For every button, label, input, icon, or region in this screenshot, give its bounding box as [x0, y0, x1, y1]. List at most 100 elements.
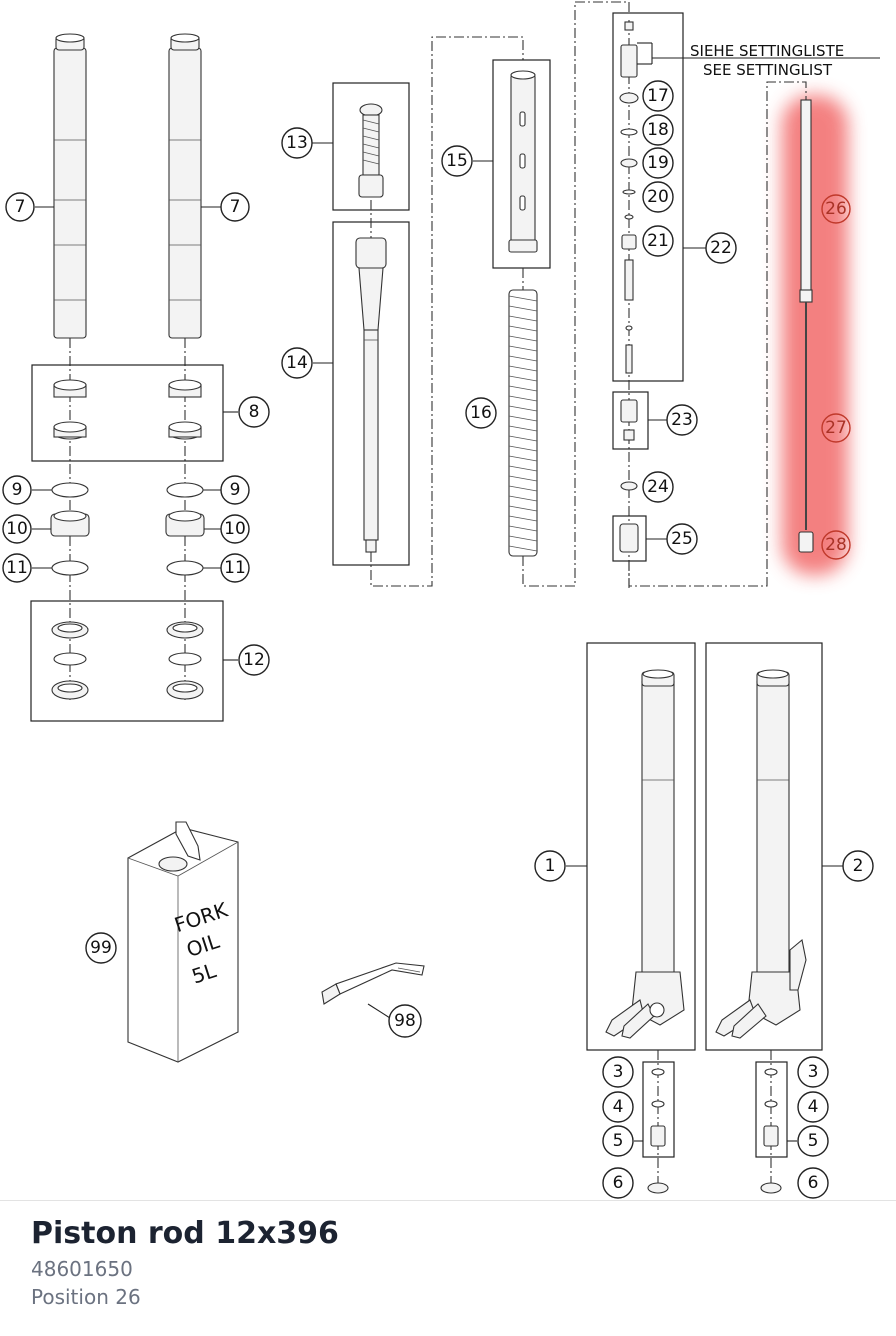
- callout-3-left[interactable]: 3: [602, 1056, 634, 1088]
- callout-4-left[interactable]: 4: [602, 1091, 634, 1123]
- callout-11-right[interactable]: 11: [220, 553, 250, 583]
- small-parts-right-box: [755, 1061, 788, 1158]
- rod-nut-28: [798, 531, 814, 553]
- svg-text:12: 12: [243, 650, 265, 670]
- outer-tube-right: [168, 33, 202, 339]
- bushing-group-box: [31, 364, 224, 462]
- callout-9-left[interactable]: 9: [2, 475, 32, 505]
- svg-text:11: 11: [224, 558, 246, 578]
- callout-7-left[interactable]: 7: [5, 192, 35, 222]
- callout-99[interactable]: 99: [85, 932, 117, 964]
- svg-text:7: 7: [230, 197, 241, 217]
- svg-text:10: 10: [6, 519, 28, 539]
- callout-20[interactable]: 20: [642, 181, 674, 213]
- small-parts-left: [647, 1050, 669, 1194]
- svg-text:99: 99: [90, 938, 112, 958]
- callout-5-left[interactable]: 5: [602, 1125, 634, 1157]
- svg-text:24: 24: [647, 477, 669, 497]
- callout-13[interactable]: 13: [281, 127, 313, 159]
- callout-27[interactable]: 27: [821, 413, 851, 443]
- callout-17[interactable]: 17: [642, 80, 674, 112]
- callout-24[interactable]: 24: [642, 471, 674, 503]
- svg-text:17: 17: [647, 86, 669, 106]
- inner-tube-right-box: [705, 642, 823, 1051]
- svg-text:13: 13: [286, 133, 308, 153]
- valve-23: [620, 399, 638, 441]
- callout-10-right[interactable]: 10: [220, 514, 250, 544]
- callout-1[interactable]: 1: [534, 850, 566, 882]
- fork-spring: [508, 289, 538, 557]
- callout-16[interactable]: 16: [465, 397, 497, 429]
- callout-22[interactable]: 22: [705, 232, 737, 264]
- svg-text:22: 22: [710, 238, 732, 258]
- callout-19[interactable]: 19: [642, 147, 674, 179]
- cartridge: [355, 237, 387, 553]
- bushings: [53, 379, 202, 440]
- callout-21[interactable]: 21: [642, 225, 674, 257]
- inner-tube-left-box: [586, 642, 696, 1051]
- callout-11-left[interactable]: 11: [2, 553, 32, 583]
- callout-10-left[interactable]: 10: [2, 514, 32, 544]
- svg-text:6: 6: [613, 1173, 624, 1193]
- part-number: 48601650: [31, 1257, 133, 1281]
- callout-4-right[interactable]: 4: [797, 1091, 829, 1123]
- callout-15[interactable]: 15: [441, 145, 473, 177]
- svg-text:21: 21: [647, 231, 669, 251]
- dust-seals: [51, 621, 204, 700]
- callout-2[interactable]: 2: [842, 850, 874, 882]
- selected-part-highlight: [782, 95, 848, 575]
- compression-adjuster: [358, 103, 384, 198]
- svg-text:25: 25: [671, 529, 693, 549]
- callout-26[interactable]: 26: [821, 194, 851, 224]
- svg-text:9: 9: [12, 480, 23, 500]
- svg-text:4: 4: [808, 1097, 819, 1117]
- svg-text:98: 98: [394, 1011, 416, 1031]
- svg-text:6: 6: [808, 1173, 819, 1193]
- small-parts-right: [760, 1050, 782, 1194]
- svg-text:20: 20: [647, 187, 669, 207]
- svg-text:4: 4: [613, 1097, 624, 1117]
- callout-9-right[interactable]: 9: [220, 475, 250, 505]
- svg-text:3: 3: [808, 1062, 819, 1082]
- callout-25[interactable]: 25: [666, 523, 698, 555]
- exploded-parts-diagram: SIEHE SETTINGLISTE SEE SETTINGLIST: [2, 1, 880, 1199]
- svg-text:28: 28: [825, 535, 847, 555]
- svg-text:11: 11: [6, 558, 28, 578]
- dust-seal-group-box: [30, 600, 224, 722]
- part-position: Position 26: [31, 1285, 141, 1309]
- grease-tube: [321, 962, 425, 1019]
- piston-rod-26: [799, 99, 813, 303]
- callout-28[interactable]: 28: [821, 530, 851, 560]
- svg-text:5: 5: [808, 1131, 819, 1151]
- valve-stack-box: [612, 12, 684, 382]
- svg-text:16: 16: [470, 403, 492, 423]
- callout-3-right[interactable]: 3: [797, 1056, 829, 1088]
- svg-text:10: 10: [224, 519, 246, 539]
- part-title: Piston rod 12x396: [31, 1216, 339, 1251]
- callout-8[interactable]: 8: [238, 396, 270, 428]
- svg-text:5: 5: [613, 1131, 624, 1151]
- valve-25: [619, 523, 639, 553]
- svg-text:14: 14: [286, 353, 308, 373]
- svg-text:2: 2: [853, 856, 864, 876]
- part-info-panel: Piston rod 12x396 48601650 Position 26: [0, 1200, 896, 1336]
- callout-18[interactable]: 18: [642, 114, 674, 146]
- callout-98[interactable]: 98: [388, 1004, 422, 1038]
- svg-text:1: 1: [545, 856, 556, 876]
- svg-text:3: 3: [613, 1062, 624, 1082]
- setting-list-note-de: SIEHE SETTINGLISTE: [690, 42, 844, 60]
- inner-tube-right: [715, 669, 807, 1039]
- callout-12[interactable]: 12: [238, 644, 270, 676]
- svg-text:27: 27: [825, 418, 847, 438]
- inner-tube-left: [605, 669, 685, 1039]
- svg-text:15: 15: [446, 151, 468, 171]
- callout-23[interactable]: 23: [666, 404, 698, 436]
- svg-text:7: 7: [15, 197, 26, 217]
- callout-7-right[interactable]: 7: [220, 192, 250, 222]
- svg-text:8: 8: [249, 402, 260, 422]
- outer-tube-left: [53, 33, 87, 339]
- callout-6-right[interactable]: 6: [797, 1167, 829, 1199]
- callout-14[interactable]: 14: [281, 347, 313, 379]
- callout-5-right[interactable]: 5: [797, 1125, 829, 1157]
- callout-6-left[interactable]: 6: [602, 1167, 634, 1199]
